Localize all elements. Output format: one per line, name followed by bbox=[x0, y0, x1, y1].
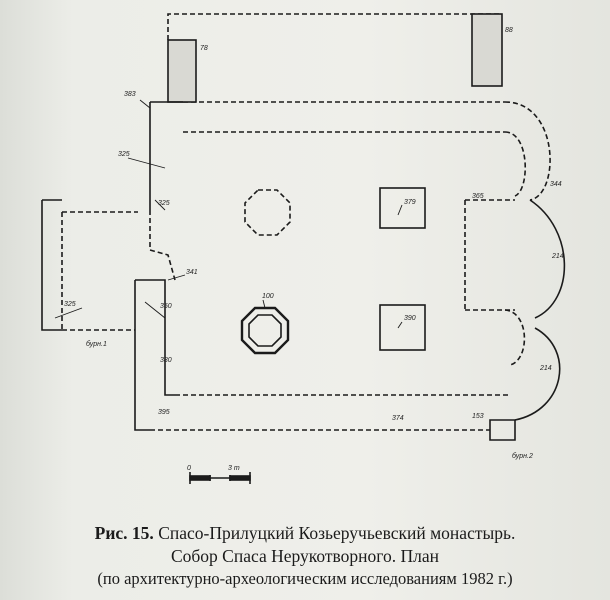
apse-inner-dashed bbox=[504, 131, 526, 366]
label-380: 380 bbox=[160, 357, 172, 364]
apse-outer-dashed bbox=[504, 101, 551, 201]
label-390: 390 bbox=[404, 315, 416, 322]
west-opening bbox=[149, 210, 176, 281]
label-325c: 325 bbox=[64, 301, 76, 308]
south-east-wall bbox=[489, 419, 516, 441]
label-365: 365 bbox=[472, 193, 484, 200]
label-bore-1: бурн.1 bbox=[86, 340, 107, 348]
church-floor-plan: 383 325 325 325 341 350 380 365 379 390 … bbox=[41, 13, 566, 484]
label-379: 379 bbox=[404, 199, 416, 206]
label-153: 153 bbox=[472, 413, 484, 420]
label-88: 88 bbox=[505, 27, 513, 34]
caption-line-1: Рис. 15. Спасо-Прилуцкий Козьеручьевский… bbox=[0, 522, 610, 544]
column-remnant bbox=[240, 306, 290, 355]
caption-line-2: Собор Спаса Нерукотворного. План bbox=[170, 546, 440, 566]
label-344: 344 bbox=[550, 181, 562, 188]
label-214a: 214 bbox=[551, 253, 564, 260]
label-374: 374 bbox=[392, 415, 404, 422]
label-395: 395 bbox=[158, 409, 170, 416]
label-325a: 325 bbox=[118, 151, 130, 158]
west-porch-dashed bbox=[61, 211, 138, 331]
scale-zero: 0 bbox=[187, 465, 191, 472]
scale-bar bbox=[189, 472, 251, 484]
label-214b: 214 bbox=[539, 365, 552, 372]
south-west-wall bbox=[134, 279, 175, 431]
scale-end: 3 m bbox=[228, 465, 240, 472]
label-325b: 325 bbox=[158, 200, 170, 207]
annex-outline bbox=[167, 13, 501, 42]
label-350: 350 bbox=[160, 303, 172, 310]
west-wall-solid bbox=[149, 101, 183, 210]
label-bore-2: бурн.2 bbox=[512, 452, 533, 460]
label-341: 341 bbox=[186, 269, 198, 276]
label-383: 383 bbox=[124, 91, 136, 98]
apse-arc-north bbox=[529, 199, 566, 319]
plan-labels: 383 325 325 325 341 350 380 365 379 390 … bbox=[64, 27, 564, 472]
caption-line-3: (по архитектурно-археологическим исследо… bbox=[97, 569, 513, 588]
west-porch-solid bbox=[41, 199, 62, 331]
label-78: 78 bbox=[200, 45, 208, 52]
apse-arc-south bbox=[514, 327, 561, 421]
pillar-ne bbox=[379, 187, 426, 229]
masonry-right bbox=[471, 13, 503, 87]
inner-east-divider bbox=[464, 199, 515, 311]
figure-label: Рис. 15. bbox=[94, 523, 154, 543]
pillar-nw-dashed bbox=[244, 189, 291, 236]
caption-title: Спасо-Прилуцкий Козьеручьевский монастыр… bbox=[158, 523, 516, 543]
masonry-left bbox=[167, 39, 197, 103]
label-100: 100 bbox=[262, 293, 274, 300]
pillar-se bbox=[379, 304, 426, 351]
